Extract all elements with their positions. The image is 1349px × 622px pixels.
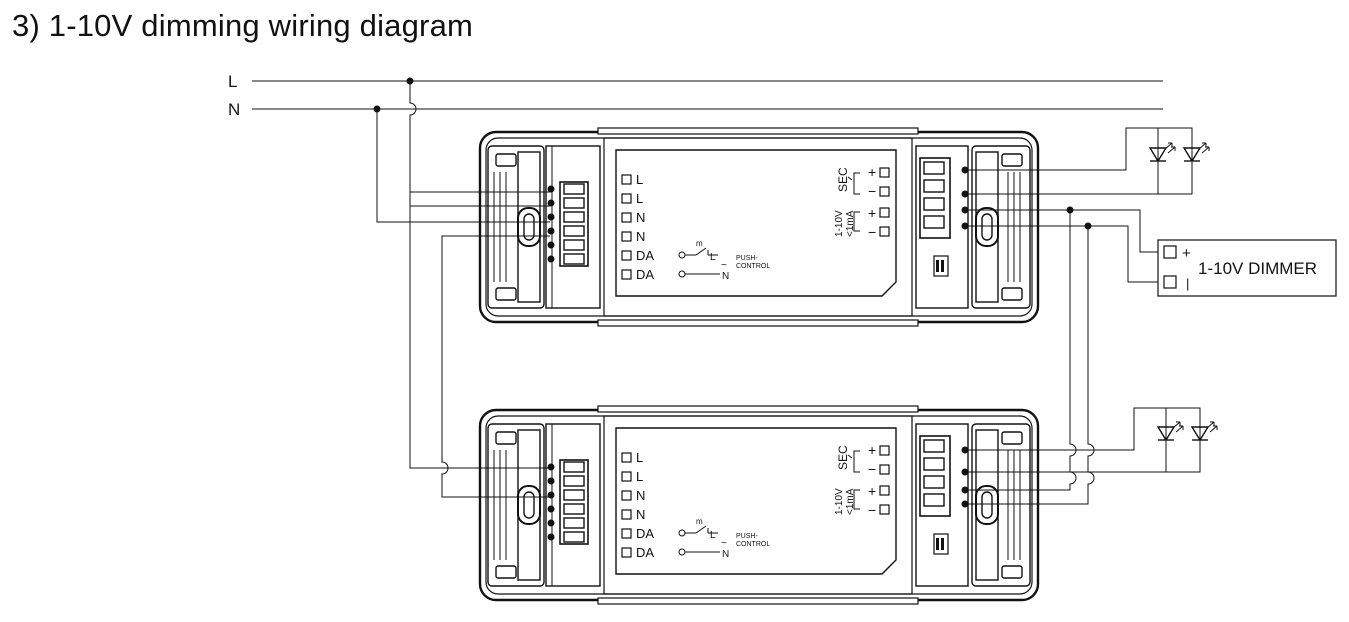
dimmer-label: 1-10V DIMMER <box>1198 259 1317 278</box>
out-plus: + <box>868 164 876 180</box>
output-wiring <box>965 127 1201 505</box>
dim-minus: − <box>868 502 876 518</box>
push-tilde: ~ <box>721 260 727 271</box>
push-tilde: ~ <box>721 538 727 549</box>
driver-2-labels: L L N N DA DA m L N ~ PUSH- CONTROL SEC … <box>636 442 876 560</box>
input-terminal-label: L <box>636 469 643 484</box>
dim-plus: + <box>868 205 876 221</box>
out-minus: − <box>868 183 876 199</box>
input-terminal-label: L <box>636 191 643 206</box>
push-control-label: PUSH- <box>736 533 758 540</box>
dimmer-plus: + <box>1182 245 1191 262</box>
dim-label-1: 1-10V <box>834 210 845 237</box>
page-title: 3) 1-10V dimming wiring diagram <box>12 8 474 43</box>
input-wiring <box>376 81 550 498</box>
push-control-label: CONTROL <box>736 541 770 548</box>
terminal-dots-1 <box>547 185 555 541</box>
output-dots <box>961 166 1092 508</box>
dim-label-1: 1-10V <box>834 488 845 515</box>
driver-unit-1 <box>478 126 1040 328</box>
input-terminal-label: DA <box>636 267 654 282</box>
dim-minus: − <box>868 224 876 240</box>
push-m-label: m <box>696 239 703 248</box>
mains-label-n: N <box>228 100 240 119</box>
junction-dot <box>406 77 414 85</box>
input-terminal-label: DA <box>636 545 654 560</box>
push-n-label: N <box>722 271 729 282</box>
input-terminal-label: L <box>636 172 643 187</box>
out-minus: − <box>868 461 876 477</box>
dim-label-2: <1mA <box>845 488 856 515</box>
junction-dot <box>373 105 381 113</box>
input-terminal-label: L <box>636 450 643 465</box>
led-group-1 <box>1149 142 1210 162</box>
push-control-label: PUSH- <box>736 255 758 262</box>
led-group-2 <box>1157 421 1218 441</box>
input-terminal-label: N <box>636 507 645 522</box>
input-terminal-label: DA <box>636 248 654 263</box>
push-l-label: L <box>710 530 716 541</box>
out-plus: + <box>868 442 876 458</box>
input-terminal-label: N <box>636 210 645 225</box>
push-n-label: N <box>722 549 729 560</box>
driver-unit-2 <box>478 404 1040 606</box>
input-terminal-label: N <box>636 229 645 244</box>
input-terminal-label: DA <box>636 526 654 541</box>
push-control-label: CONTROL <box>736 263 770 270</box>
dimmer-minus: | <box>1186 276 1189 291</box>
dimmer-box: + | 1-10V DIMMER <box>1157 239 1337 297</box>
dim-plus: + <box>868 483 876 499</box>
sec-label: SEC <box>836 445 850 470</box>
push-l-label: L <box>710 252 716 263</box>
dim-label-2: <1mA <box>845 210 856 237</box>
mains-label-l: L <box>228 72 237 91</box>
push-m-label: m <box>696 517 703 526</box>
input-terminal-label: N <box>636 488 645 503</box>
sec-label: SEC <box>836 167 850 192</box>
driver-1-labels: L L N N DA DA m L N ~ PUSH- CONTROL SEC … <box>636 164 876 282</box>
